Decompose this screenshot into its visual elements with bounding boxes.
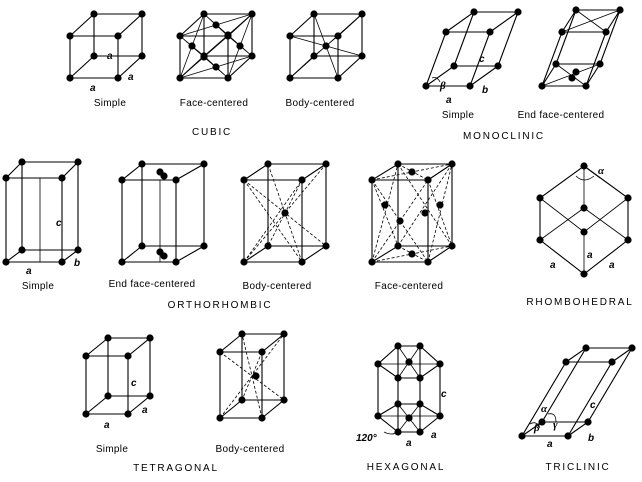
monoclinic-axis-c: c bbox=[479, 54, 485, 65]
rhombohedral-system-title: RHOMBOHEDRAL bbox=[526, 297, 633, 308]
triclinic-axis-b: b bbox=[588, 433, 594, 444]
orthorhombic-body-centered-label: Body-centered bbox=[243, 281, 312, 292]
orthorhombic-face-centered-label: Face-centered bbox=[375, 281, 443, 292]
orthorhombic-system-title: ORTHORHOMBIC bbox=[168, 300, 273, 311]
monoclinic-simple-label: Simple bbox=[442, 110, 475, 121]
monoclinic-end-face-centered-cell bbox=[538, 6, 624, 90]
triclinic-cell: α β γ c a b bbox=[518, 344, 636, 450]
monoclinic-system-title: MONOCLINIC bbox=[463, 131, 545, 142]
tetragonal-simple-label: Simple bbox=[96, 444, 129, 455]
tetragonal-axis-a-bottom: a bbox=[104, 420, 110, 431]
monoclinic-axis-b: b bbox=[482, 85, 488, 96]
rhombohedral-axis-a-mid: a bbox=[587, 250, 593, 261]
triclinic-system-title: TRICLINIC bbox=[545, 462, 610, 473]
orthorhombic-end-face-centered-cell bbox=[118, 160, 208, 266]
cubic-simple-cell: a a a bbox=[66, 10, 146, 94]
orthorhombic-face-centered-cell bbox=[368, 160, 456, 266]
cubic-axis-a-label: a bbox=[107, 51, 113, 62]
triclinic-axis-a: a bbox=[547, 439, 553, 450]
monoclinic-axis-a: a bbox=[446, 95, 452, 106]
triclinic-angle-gamma: γ bbox=[553, 419, 558, 431]
cubic-body-centered-label: Body-centered bbox=[286, 98, 355, 109]
monoclinic-angle-beta: β bbox=[439, 80, 446, 92]
triclinic-angle-beta: β bbox=[533, 422, 540, 434]
cubic-face-centered-label: Face-centered bbox=[180, 98, 248, 109]
tetragonal-axis-a-side: a bbox=[142, 405, 148, 416]
orthorhombic-body-centered-cell bbox=[240, 160, 330, 266]
hexagonal-axis-a-side: a bbox=[431, 430, 437, 441]
rhombohedral-axis-a-right: a bbox=[609, 260, 615, 271]
orthorhombic-simple-label: Simple bbox=[22, 281, 55, 292]
hexagonal-axis-c: c bbox=[441, 389, 447, 400]
tetragonal-simple-cell: c a a bbox=[82, 334, 154, 431]
rhombohedral-angle-alpha: α bbox=[598, 165, 605, 177]
cubic-axis-a-label-bottom: a bbox=[90, 83, 96, 94]
tetragonal-body-centered-cell bbox=[216, 330, 288, 422]
tetragonal-body-centered-label: Body-centered bbox=[216, 444, 285, 455]
orthorhombic-simple-cell: c a b bbox=[2, 158, 82, 277]
hexagonal-axis-a-bottom: a bbox=[406, 438, 412, 449]
hexagonal-cell: c a a 120° bbox=[356, 342, 447, 449]
hexagonal-angle-120: 120° bbox=[356, 433, 378, 444]
hexagonal-system-title: HEXAGONAL bbox=[367, 462, 445, 473]
orthorhombic-axis-c: c bbox=[56, 218, 62, 229]
monoclinic-end-face-centered-label: End face-centered bbox=[518, 110, 605, 121]
tetragonal-axis-c: c bbox=[131, 378, 137, 389]
cubic-axis-a-label-side: a bbox=[128, 72, 134, 83]
rhombohedral-cell: α a a a bbox=[536, 162, 632, 278]
monoclinic-simple-cell: β a b c bbox=[422, 8, 522, 106]
orthorhombic-axis-a: a bbox=[26, 266, 32, 277]
cubic-face-centered-cell bbox=[176, 10, 256, 82]
orthorhombic-end-face-centered-label: End face-centered bbox=[109, 279, 196, 290]
cubic-simple-label: Simple bbox=[94, 98, 127, 109]
triclinic-angle-alpha: α bbox=[541, 403, 548, 415]
cubic-system-title: CUBIC bbox=[192, 127, 232, 138]
cubic-body-centered-cell bbox=[286, 10, 366, 82]
triclinic-axis-c: c bbox=[590, 400, 596, 411]
tetragonal-system-title: TETRAGONAL bbox=[133, 463, 219, 474]
rhombohedral-axis-a-left: a bbox=[550, 260, 556, 271]
orthorhombic-axis-b: b bbox=[74, 258, 80, 269]
